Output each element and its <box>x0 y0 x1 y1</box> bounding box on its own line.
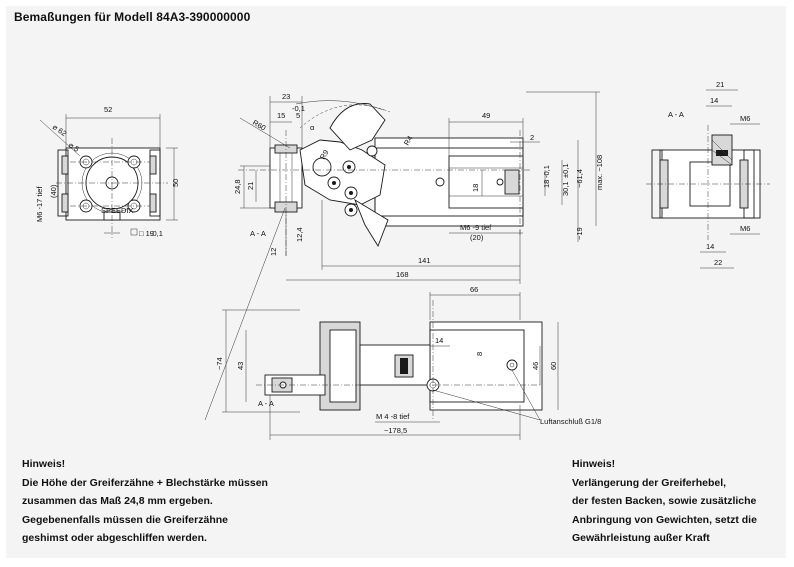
note-right-line: Gewährleistung außer Kraft <box>572 532 710 544</box>
note-left-heading: Hinweis! <box>22 458 66 470</box>
dim-5-tol: -0,1 <box>292 104 305 113</box>
dim-alpha: α <box>310 123 315 132</box>
section-marker-side: A - A <box>250 229 266 238</box>
dim-23: 23 <box>282 92 290 101</box>
dim-19: ~19 <box>575 227 584 240</box>
dim-46: 46 <box>531 362 540 370</box>
note-left-line: geshimst oder abgeschliffen werden. <box>22 532 207 544</box>
dim-12: 12 <box>269 248 278 256</box>
dim-sec-21: 21 <box>716 80 724 89</box>
note-right-line: Verlängerung der Greiferhebel, <box>572 476 727 489</box>
dim-18b: 18 <box>542 180 551 188</box>
dim-49: 49 <box>482 111 490 120</box>
dim-8-top: 8 <box>475 352 484 356</box>
dim-m6-17: M6 -17 tief <box>35 186 44 222</box>
note-right-line: Anbringung von Gewichten, setzt die <box>572 513 757 526</box>
page-title: Bemaßungen für Modell 84A3-390000000 <box>14 10 251 24</box>
dim-r4: R4 <box>402 134 415 147</box>
dim-sq19-tol: -0,1 <box>150 229 163 238</box>
dim-21: 21 <box>246 182 255 190</box>
note-right-heading: Hinweis! <box>572 458 616 470</box>
dim-40: (40) <box>49 184 58 198</box>
drawing-frame <box>6 6 786 558</box>
dim-m4: M 4 -8 tief <box>376 412 410 421</box>
dim-sec-m6b: M6 <box>740 224 750 233</box>
note-right-line: der festen Backen, sowie zusätzliche <box>572 495 757 507</box>
dim-2: 2 <box>530 133 534 142</box>
dim-50: 50 <box>171 179 180 187</box>
top-view: 66 ~74 43 A - A 14 8 46 60 M 4 -8 tief ~… <box>215 285 601 440</box>
section-marker-top: A - A <box>258 399 274 408</box>
dim-30-1-tol: ±0,1 <box>561 163 570 178</box>
dim-43: 43 <box>236 362 245 370</box>
note-left-line: zusammen das Maß 24,8 mm ergeben. <box>22 495 213 507</box>
dim-sec-14b: 14 <box>706 242 714 251</box>
section-label: A - A <box>668 110 684 119</box>
dim-14-top: 14 <box>435 336 443 345</box>
dim-m6-9: M6 -9 tief <box>460 223 492 232</box>
dim-20: (20) <box>470 233 484 242</box>
dim-18-tol: -0,1 <box>542 165 551 178</box>
brand-label: SPEEDIX <box>101 206 134 215</box>
dim-r60: R60 <box>251 118 267 133</box>
dim-18a: 18 <box>471 184 480 192</box>
air-connection-label: Luftanschluß G1/8 <box>540 417 601 426</box>
dim-61-4: ~61,4 <box>575 169 584 188</box>
dim-66: 66 <box>470 285 478 294</box>
note-left-line: Gegebenenfalls müssen die Greiferzähne <box>22 513 228 526</box>
section-view: A - A 21 14 M6 M6 14 22 <box>646 80 770 269</box>
note-left-line: Die Höhe der Greiferzähne + Blechstärke … <box>22 476 268 489</box>
dim-24-8: 24,8 <box>233 179 242 194</box>
dim-sec-m6a: M6 <box>740 114 750 123</box>
dim-max-108: max. ~108 <box>595 155 604 190</box>
dim-sq19: □ 19 <box>139 229 154 238</box>
dim-sec-14a: 14 <box>710 96 718 105</box>
dim-5: 5 <box>296 111 300 120</box>
note-right: Hinweis! Verlängerung der Greiferhebel, … <box>572 455 757 548</box>
dim-178-5: ~178,5 <box>384 426 407 435</box>
dim-141: 141 <box>418 256 431 265</box>
dim-12-4: 12,4 <box>295 227 304 242</box>
dim-74: ~74 <box>215 357 224 370</box>
dim-d62: ⌀ 62 <box>51 122 68 138</box>
dim-60: 60 <box>549 362 558 370</box>
side-view: 23 15 5 -0,1 R60 R9 R4 α 49 2 24,8 21 A … <box>204 91 604 421</box>
note-left: Hinweis! Die Höhe der Greiferzähne + Ble… <box>22 455 268 548</box>
dim-52: 52 <box>104 105 112 114</box>
dim-sec-22: 22 <box>714 258 722 267</box>
dim-r9: R9 <box>318 148 331 161</box>
dim-15: 15 <box>277 111 285 120</box>
dim-30-1: 30,1 <box>561 181 570 196</box>
front-view: SPEEDIX 52 50 ⌀ 62 ⌀ 5 M6 -17 tief (40) … <box>35 105 180 238</box>
dim-168: 168 <box>396 270 409 279</box>
